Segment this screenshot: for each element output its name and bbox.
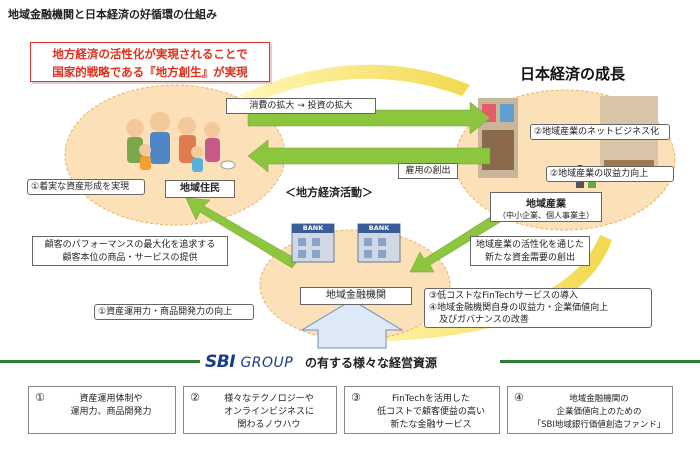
banner-line2: 国家的戦略である『地方創生』が実現 <box>52 65 248 79</box>
sbi-row <box>200 349 500 375</box>
employment-label: 雇用の創出 <box>398 163 458 179</box>
resource-line: FinTechを活用した <box>392 394 470 404</box>
resource-line: 地域金融機関の <box>569 394 629 404</box>
resource-line: 資産運用体制や <box>79 394 143 404</box>
customer-box: 顧客のパフォーマンスの最大化を追求する 顧客本位の商品・サービスの提供 <box>32 236 228 266</box>
residents-note: ①着実な資産形成を実現 <box>27 179 145 195</box>
resource-num: ④ <box>514 391 524 404</box>
bank-right-note3: 及びガバナンスの改善 <box>439 315 529 325</box>
growth-title: 日本経済の成長 <box>520 65 626 83</box>
resource-line: オンラインビジネスに <box>223 407 314 417</box>
industry-label: 地域産業 <box>526 199 566 210</box>
resource-card-2: ② 様々なテクノロジーや オンラインビジネスに 関わるノウハウ <box>183 386 337 434</box>
page-title: 地域金融機関と日本経済の好循環の仕組み <box>8 8 217 21</box>
bank-right-note1: ③低コストなFinTechサービスの導入 <box>429 291 578 301</box>
industry-sub: （中小企業、個人事業主） <box>498 211 594 220</box>
consumption-label: 消費の拡大 → 投資の拡大 <box>226 98 376 114</box>
industry-label-box: 地域産業 （中小企業、個人事業主） <box>490 192 602 222</box>
bank-left-note: ①資産運用力・商品開発力の向上 <box>94 304 254 320</box>
industry-note2: ②地域産業の収益力向上 <box>546 166 674 182</box>
bank-sign-left: BANK <box>302 224 324 232</box>
resource-num: ① <box>35 391 45 404</box>
residents-label: 地域住民 <box>165 180 235 198</box>
resource-card-3: ③ FinTechを活用した 低コストで顧客便益の高い 新たな金融サービス <box>344 386 500 434</box>
industry-note1: ②地域産業のネットビジネス化 <box>530 124 670 140</box>
resource-num: ② <box>190 391 200 404</box>
resource-line: 「SBI地域銀行価値創造ファンド」 <box>532 420 666 430</box>
banner: 地方経済の活性化が実現されることで 国家的戦略である『地方創生』が実現 <box>30 42 270 82</box>
industry-activation-line1: 地域産業の活性化を通じた <box>475 240 584 250</box>
banner-line1: 地方経済の活性化が実現されることで <box>52 47 248 61</box>
resource-line: 企業価値向上のための <box>556 407 642 417</box>
sbi-group-text: GROUP <box>240 355 294 371</box>
bank-sign-right: BANK <box>368 224 390 232</box>
resource-card-1: ① 資産運用体制や 運用力、商品開発力 <box>28 386 176 434</box>
sbi-resources-title: の有する様々な経営資源 <box>305 356 438 370</box>
cycle-arc-top <box>240 64 470 104</box>
resource-line: 関わるノウハウ <box>237 420 301 430</box>
bank-illustration <box>291 223 401 263</box>
customer-line1: 顧客のパフォーマンスの最大化を追求する <box>44 240 216 250</box>
bank-right-notes: ③低コストなFinTechサービスの導入 ④地域金融機関自身の収益力・企業価値向… <box>424 288 652 328</box>
sbi-logo: SBI GROUP <box>205 352 293 372</box>
industry-activation-line2: 新たな資金需要の創出 <box>484 253 575 263</box>
resource-line: 新たな金融サービス <box>390 420 472 430</box>
arrow-sbi-to-bank <box>300 299 404 349</box>
resource-line: 様々なテクノロジーや <box>224 394 314 404</box>
customer-line2: 顧客本位の商品・サービスの提供 <box>62 253 198 263</box>
resource-line: 低コストで顧客便益の高い <box>376 407 485 417</box>
bank-label: 地域金融機関 <box>300 287 412 305</box>
bank-right-note2: ④地域金融機関自身の収益力・企業価値向上 <box>429 303 609 313</box>
resource-line: 運用力、商品開発力 <box>70 407 152 417</box>
industry-activation-box: 地域産業の活性化を通じた 新たな資金需要の創出 <box>470 236 590 266</box>
activity-label: ＜地方経済活動＞ <box>285 186 373 199</box>
residents-illustration <box>126 112 236 172</box>
resource-card-4: ④ 地域金融機関の 企業価値向上のための 「SBI地域銀行価値創造ファンド」 <box>507 386 673 434</box>
resource-num: ③ <box>351 391 361 404</box>
arrow-bank-to-residents <box>185 197 299 269</box>
sbi-logo-text: SBI <box>205 352 236 372</box>
